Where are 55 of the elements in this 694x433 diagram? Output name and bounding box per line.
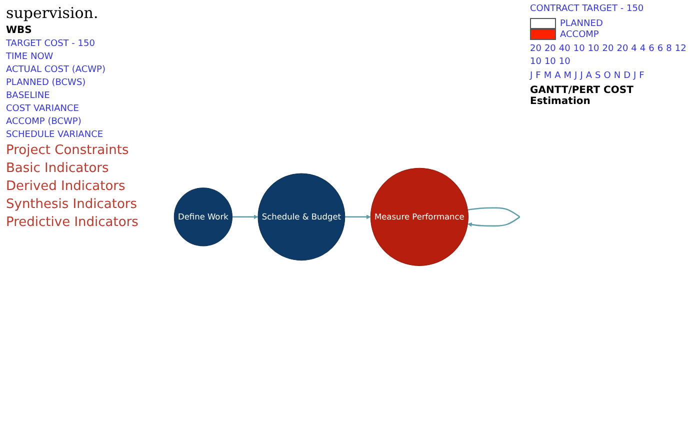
axis-tick-label: J bbox=[634, 71, 636, 81]
chart-annotation: BASELINE bbox=[6, 91, 51, 101]
indicator-item: Basic Indicators bbox=[6, 161, 110, 176]
chart-title: WBS bbox=[6, 25, 33, 36]
indicator-item: Predictive Indicators bbox=[6, 215, 140, 230]
axis-tick-label: A bbox=[586, 71, 592, 81]
axis-tick-label: N bbox=[614, 71, 621, 81]
chart-annotation: COST VARIANCE bbox=[6, 104, 80, 114]
bar-value: 4 bbox=[631, 44, 637, 54]
legend-label: ACCOMP bbox=[560, 30, 599, 40]
bar-value: 20 bbox=[602, 44, 614, 54]
bar-value: 10 bbox=[544, 57, 556, 67]
arrow bbox=[468, 206, 520, 226]
chart-annotation: PLANNED (BCWS) bbox=[6, 78, 87, 88]
chart-annotation: SCHEDULE VARIANCE bbox=[6, 130, 104, 140]
axis-tick-label: J bbox=[530, 71, 533, 81]
bar-value: 20 bbox=[616, 44, 628, 54]
bar-value: 20 bbox=[544, 44, 556, 54]
bar-value: 6 bbox=[648, 44, 654, 54]
bar-value: 4 bbox=[640, 44, 646, 54]
text-fragment: supervision. bbox=[6, 4, 100, 22]
indicator-item: Synthesis Indicators bbox=[6, 197, 138, 212]
chart-annotation: TIME NOW bbox=[6, 52, 54, 62]
axis-tick-label: F bbox=[536, 71, 541, 81]
node-circle: Measure Performance bbox=[370, 167, 468, 266]
node-circle: Define Work bbox=[174, 187, 232, 246]
axis-tick-label: F bbox=[639, 71, 644, 81]
chart-title: CONTRACT TARGET - 150 bbox=[530, 4, 645, 14]
bar-value: 10 bbox=[573, 44, 585, 54]
bar-value: 10 bbox=[588, 44, 600, 54]
axis-tick-label: O bbox=[604, 71, 611, 81]
indicator-item: Derived Indicators bbox=[6, 179, 126, 194]
arrow bbox=[344, 214, 371, 219]
bar-value: 20 bbox=[530, 44, 542, 54]
arrow bbox=[232, 214, 258, 219]
axis-tick-label: D bbox=[624, 71, 631, 81]
chart-caption: GANTT/PERT COST Estimation bbox=[530, 85, 634, 107]
bar-value: 6 bbox=[657, 44, 664, 54]
axis-tick-label: J bbox=[580, 71, 583, 81]
axis-tick-label: M bbox=[564, 71, 572, 81]
bar-value: 8 bbox=[666, 44, 672, 54]
bar-value: 12 bbox=[674, 44, 686, 54]
bar-value: 40 bbox=[558, 44, 570, 54]
chart-annotation: ACCOMP (BCWP) bbox=[6, 117, 82, 127]
bar-value: 10 bbox=[530, 57, 542, 67]
chart-annotation: TARGET COST - 150 bbox=[6, 39, 96, 49]
axis-tick-label: S bbox=[595, 71, 601, 81]
node-circle: Schedule & Budget bbox=[258, 172, 346, 260]
axis-tick-label: A bbox=[554, 71, 561, 81]
bar-value: 10 bbox=[558, 57, 570, 67]
axis-tick-label: J bbox=[574, 71, 578, 81]
legend-label: PLANNED bbox=[560, 18, 603, 28]
axis-tick-label: M bbox=[544, 71, 552, 81]
indicator-item: Project Constraints bbox=[6, 143, 130, 158]
chart-annotation: ACTUAL COST (ACWP) bbox=[6, 65, 106, 75]
